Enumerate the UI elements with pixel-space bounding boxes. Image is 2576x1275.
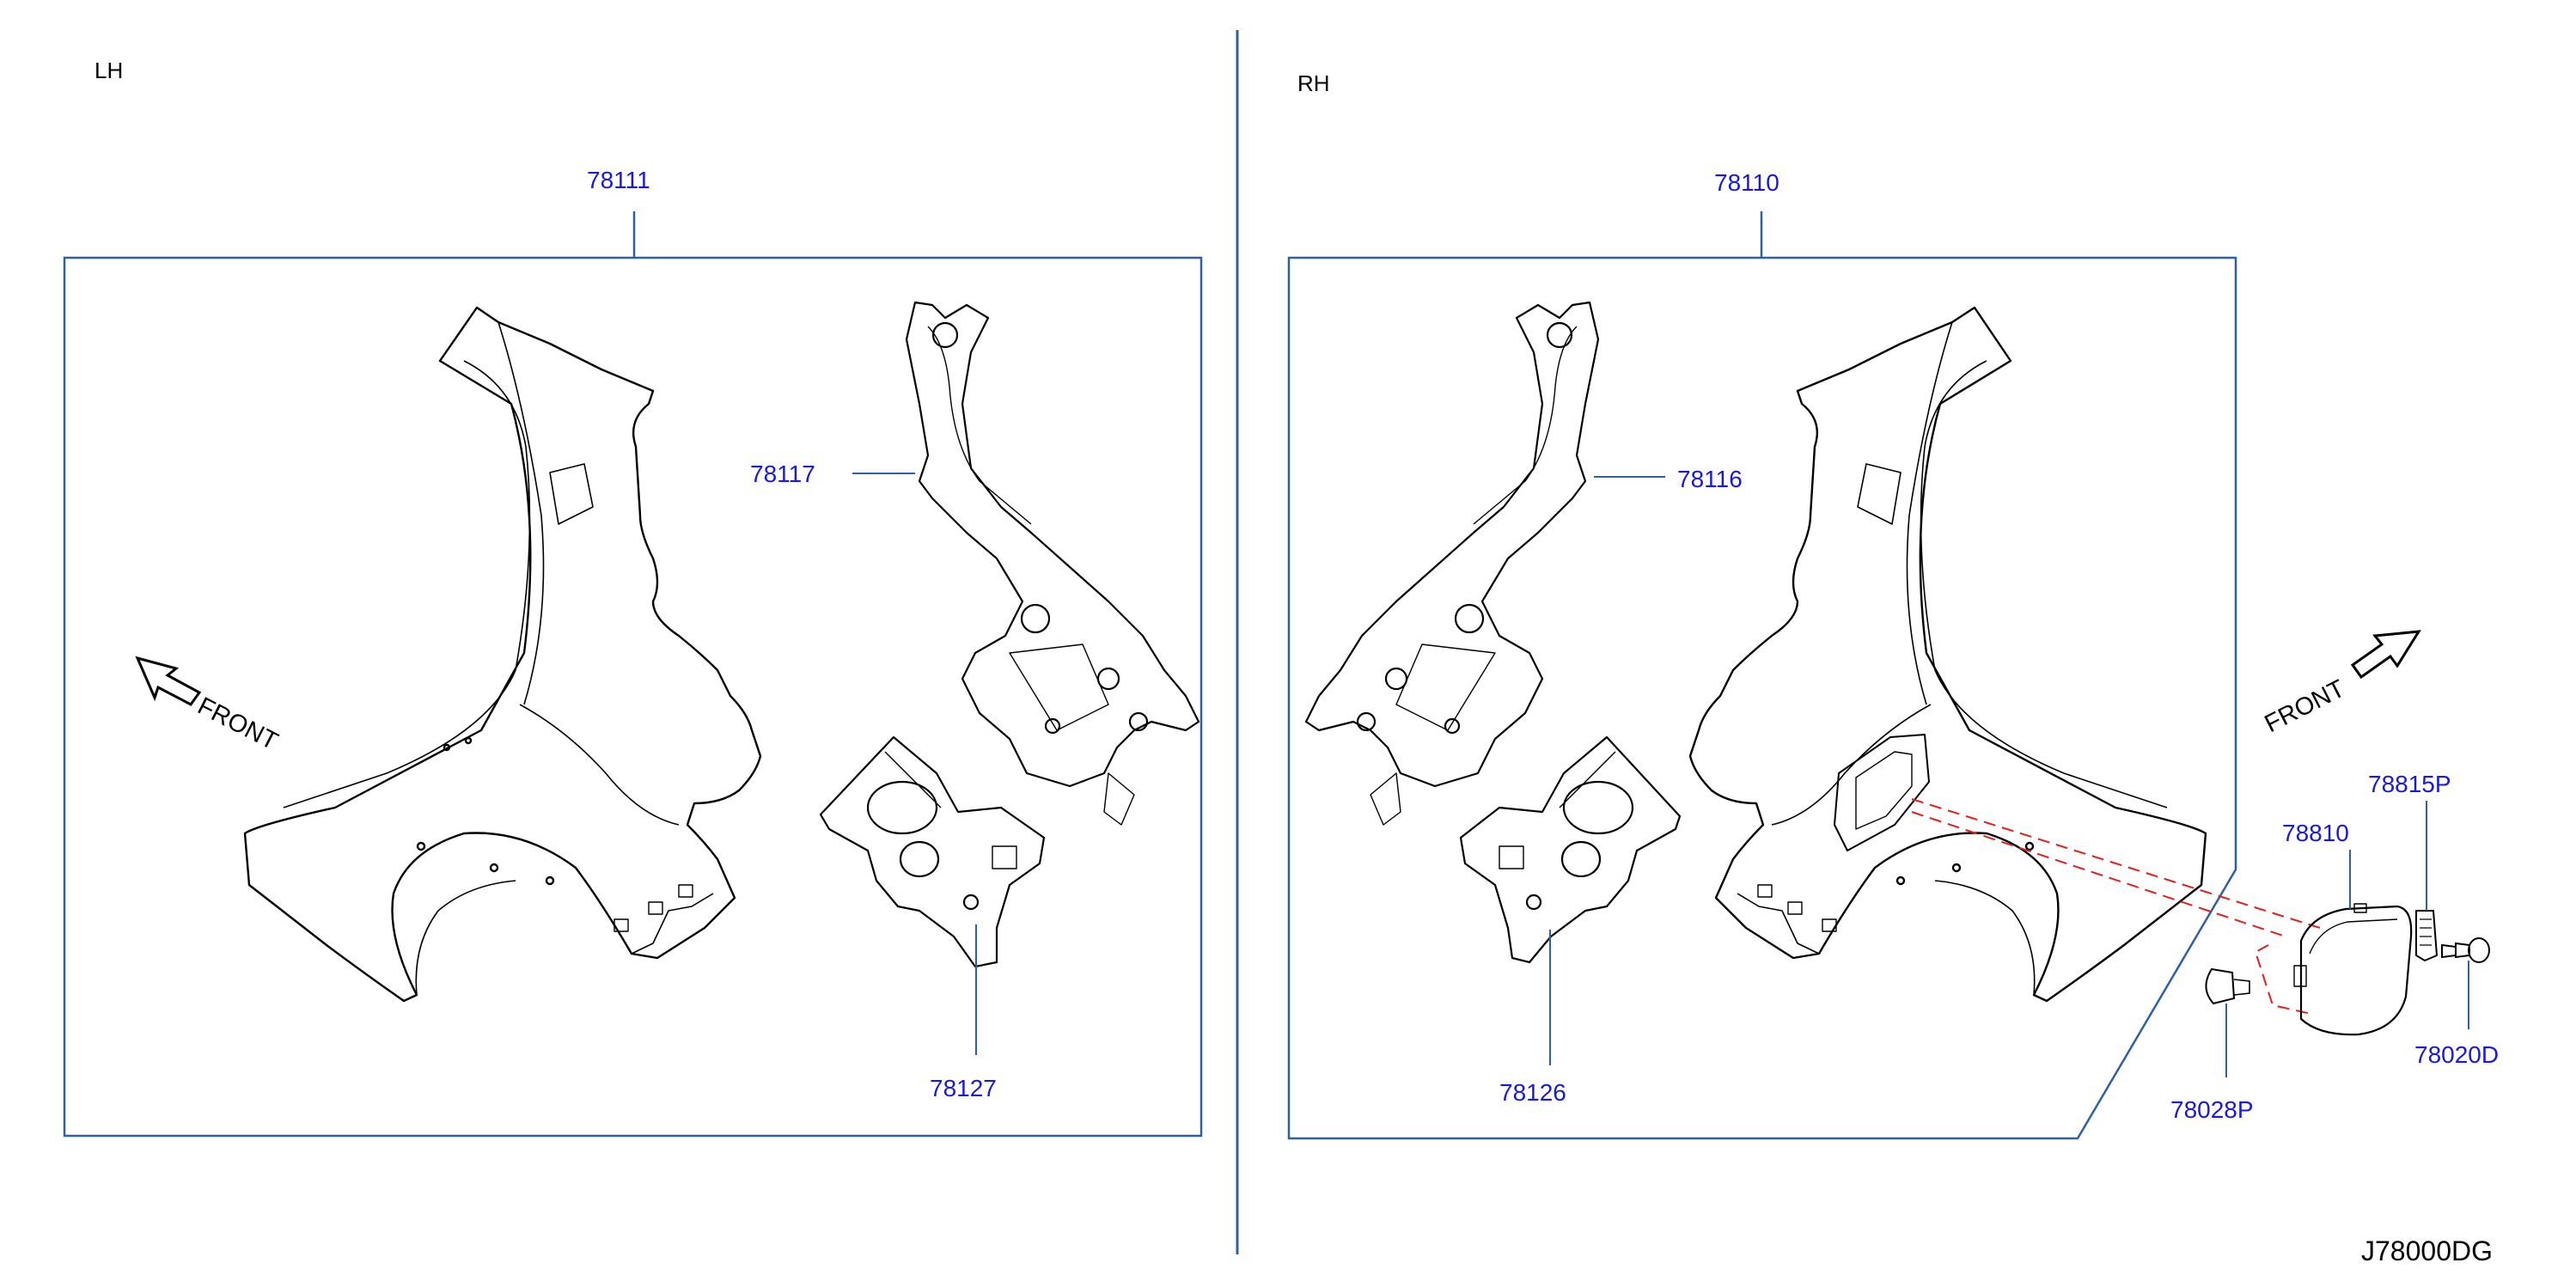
rh-inner-panel-lower[interactable] bbox=[1459, 735, 1682, 964]
bumper-stop-callout[interactable]: 78028P bbox=[2170, 1096, 2254, 1123]
lh-side-label: LH bbox=[95, 58, 123, 83]
rh-side-label: RH bbox=[1297, 70, 1330, 96]
bumper-stop[interactable] bbox=[2205, 967, 2250, 1005]
lh-front-arrow-icon bbox=[135, 656, 202, 706]
lh-inner-lower-callout[interactable]: 78127 bbox=[930, 1075, 997, 1101]
lh-front-label: FRONT bbox=[193, 692, 283, 756]
screw[interactable] bbox=[2441, 937, 2490, 963]
lh-inner-panel-upper[interactable] bbox=[905, 301, 1200, 826]
rh-inner-panel-upper[interactable] bbox=[1304, 301, 1600, 826]
rh-front-arrow-icon bbox=[2350, 630, 2421, 680]
lh-quarter-panel[interactable] bbox=[243, 306, 762, 1003]
lid-spring[interactable] bbox=[2415, 910, 2438, 961]
lh-assembly-callout[interactable]: 78111 bbox=[587, 167, 650, 193]
rh-front-label: FRONT bbox=[2261, 674, 2350, 738]
rh-assembly-frame bbox=[1287, 256, 2237, 1140]
diagram-code: J78000DG bbox=[2361, 1235, 2493, 1266]
rh-inner-upper-callout[interactable]: 78116 bbox=[1677, 466, 1743, 492]
lh-inner-panel-lower[interactable] bbox=[819, 735, 1046, 968]
screw-callout[interactable]: 78020D bbox=[2414, 1041, 2499, 1068]
rh-front-arrow bbox=[2350, 630, 2421, 680]
lh-assembly-frame bbox=[63, 256, 1203, 1138]
rh-assembly-callout[interactable]: 78110 bbox=[1714, 169, 1779, 196]
fuel-filler-lid[interactable] bbox=[2293, 903, 2413, 1036]
lid-spring-callout[interactable]: 78815P bbox=[2368, 771, 2451, 797]
lh-front-arrow bbox=[135, 656, 202, 706]
rh-quarter-panel[interactable] bbox=[1688, 306, 2207, 1003]
filler-lid-callout[interactable]: 78810 bbox=[2282, 820, 2349, 846]
lh-inner-upper-callout[interactable]: 78117 bbox=[750, 461, 815, 487]
filler-lid-dashed-leader bbox=[1911, 798, 2321, 1015]
rh-inner-lower-callout[interactable]: 78126 bbox=[1499, 1079, 1566, 1106]
